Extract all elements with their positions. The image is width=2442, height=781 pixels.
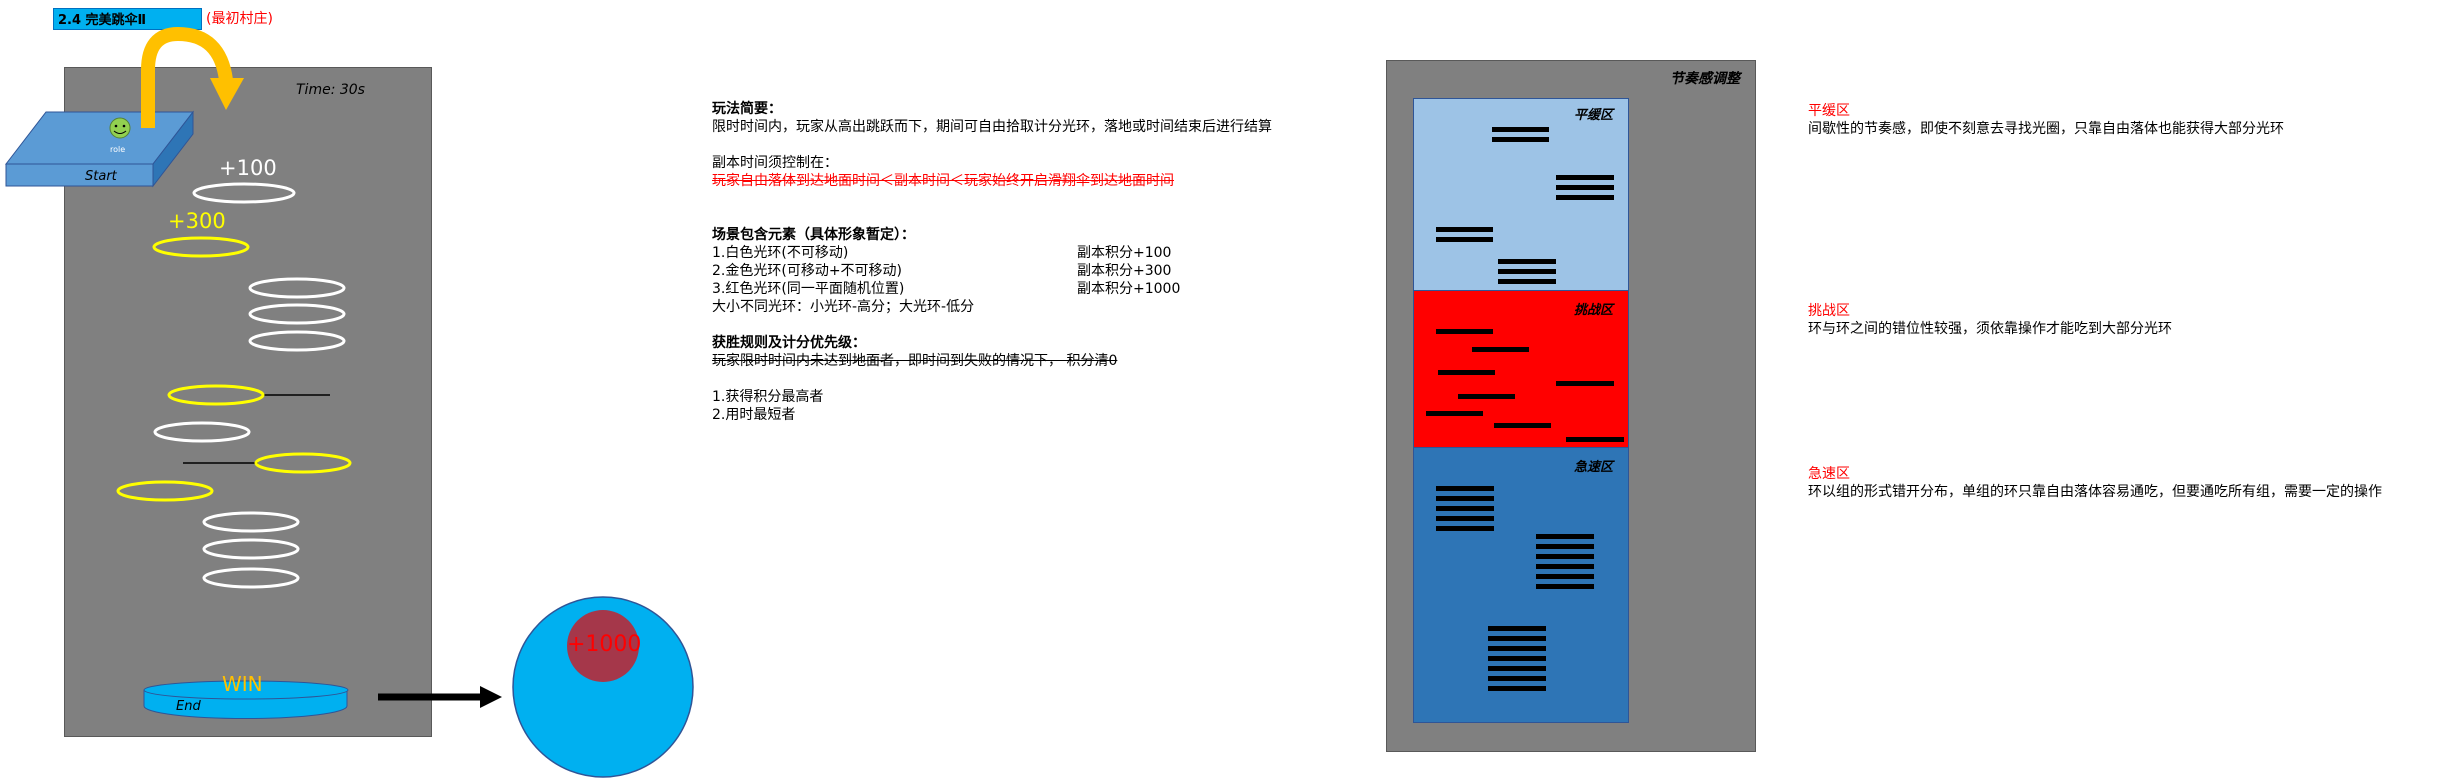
white-ring	[248, 303, 346, 325]
ring-bar	[1536, 544, 1594, 549]
ring-bar	[1556, 185, 1614, 190]
ring-bar	[1492, 127, 1549, 132]
element-3-score: 副本积分+1000	[1077, 281, 1181, 297]
ring-bar	[1536, 554, 1594, 559]
element-1: 1.白色光环(不可移动)	[712, 245, 849, 261]
jump-arrow-icon	[141, 26, 244, 128]
zone-challenge-desc: 环与环之间的错位性较强，须依靠操作才能吃到大部分光环	[1808, 321, 2172, 337]
overview-text: 限时时间内，玩家从高出跳跃而下，期间可自由拾取计分光环，落地或时间结束后进行结算	[712, 119, 1272, 135]
ring-bar	[1436, 506, 1494, 511]
white-ring	[153, 421, 251, 443]
start-platform	[4, 110, 195, 188]
gold-ring	[116, 480, 214, 502]
gold-ring	[152, 236, 250, 258]
zone-challenge-title: 挑战区	[1808, 303, 1850, 319]
zone-rush-title: 急速区	[1808, 466, 1850, 482]
white-ring	[202, 511, 300, 533]
end-platform	[143, 680, 349, 720]
ring-bar	[1556, 175, 1614, 180]
ring-bar	[1436, 496, 1494, 501]
zone-challenge: 挑战区	[1413, 290, 1629, 448]
ring-bar	[1488, 646, 1546, 651]
red-ring-score: +1000	[567, 632, 642, 657]
ring-bar	[1566, 437, 1624, 442]
gold-ring	[167, 384, 265, 406]
red-ring-detail	[512, 596, 694, 778]
ring-bar	[1436, 486, 1494, 491]
ring-bar	[1436, 227, 1493, 232]
white-ring	[248, 330, 346, 352]
size-note: 大小不同光环：小光环-高分；大光环-低分	[712, 299, 975, 315]
zone-calm-label: 平缓区	[1574, 108, 1614, 123]
zone-rush-desc: 环以组的形式错开分布，单组的环只靠自由落体容易通吃，但要通吃所有组，需要一定的操…	[1808, 484, 2382, 500]
white-ring	[202, 538, 300, 560]
ring-bar	[1536, 534, 1594, 539]
ring-bar	[1488, 626, 1546, 631]
white-ring-score: +100	[219, 156, 277, 180]
zone-rush-label: 急速区	[1574, 460, 1614, 475]
ring-bar	[1472, 347, 1529, 352]
ring-bar	[1556, 381, 1614, 386]
element-1-score: 副本积分+100	[1077, 245, 1172, 261]
ring-bar	[1488, 676, 1546, 681]
win-note: 玩家限时时间内未达到地面者，即时间到失败的情况下， 积分清0	[712, 353, 1118, 369]
white-ring	[202, 567, 300, 589]
ring-bar	[1426, 411, 1483, 416]
white-ring	[248, 277, 346, 299]
ring-bar	[1536, 574, 1594, 579]
element-2: 2.金色光环(可移动+不可移动)	[712, 263, 903, 279]
zone-challenge-label: 挑战区	[1574, 303, 1614, 318]
ring-bar	[1436, 526, 1494, 531]
ring-bar	[1488, 686, 1546, 691]
gold-ring	[254, 452, 352, 474]
player-smiley-icon	[109, 117, 131, 139]
ring-bar	[1488, 656, 1546, 661]
ring-bar	[1488, 636, 1546, 641]
ring-bar	[1494, 423, 1551, 428]
zone-calm-desc: 间歇性的节奏感，即使不刻意去寻找光圈，只靠自由落体也能获得大部分光环	[1808, 121, 2284, 137]
time-label: Time: 30s	[296, 82, 365, 98]
win-label: WIN	[222, 672, 263, 696]
ring-bar	[1436, 237, 1493, 242]
ring-bar	[1492, 137, 1549, 142]
ring-bar	[1436, 516, 1494, 521]
zone-calm: 平缓区	[1413, 98, 1629, 291]
white-ring	[192, 182, 296, 204]
zone-rush: 急速区	[1413, 447, 1629, 723]
duration-title: 副本时间须控制在：	[712, 155, 838, 171]
ring-bar	[1536, 584, 1594, 589]
role-label: role	[110, 145, 126, 154]
section-note: (最初村庄)	[206, 11, 273, 27]
ring-bar	[1498, 259, 1556, 264]
ring-bar	[1488, 666, 1546, 671]
win-title: 获胜规则及计分优先级：	[712, 335, 866, 351]
priority-2: 2.用时最短者	[712, 407, 796, 423]
ring-bar	[1438, 370, 1495, 375]
overview-title: 玩法简要：	[712, 101, 782, 117]
arrow-right-icon	[378, 686, 502, 708]
priority-1: 1.获得积分最高者	[712, 389, 824, 405]
zone-calm-title: 平缓区	[1808, 103, 1850, 119]
ring-bar	[1536, 564, 1594, 569]
rhythm-title: 节奏感调整	[1670, 71, 1740, 87]
elements-title: 场景包含元素（具体形象暂定）：	[712, 227, 915, 243]
section-title: 2.4 完美跳伞Ⅱ	[58, 13, 147, 28]
ring-bar	[1458, 394, 1515, 399]
element-2-score: 副本积分+300	[1077, 263, 1172, 279]
title-box	[53, 8, 202, 30]
ring-bar	[1436, 329, 1493, 334]
element-3: 3.红色光环(同一平面随机位置)	[712, 281, 905, 297]
ring-bar	[1498, 269, 1556, 274]
start-label: Start	[85, 169, 117, 184]
duration-text: 玩家自由落体到达地面时间＜副本时间＜玩家始终开启滑翔伞到达地面时间	[712, 173, 1174, 189]
gold-ring-score: +300	[168, 209, 226, 233]
end-label: End	[176, 699, 201, 714]
ring-bar	[1556, 195, 1614, 200]
ring-bar	[1498, 279, 1556, 284]
